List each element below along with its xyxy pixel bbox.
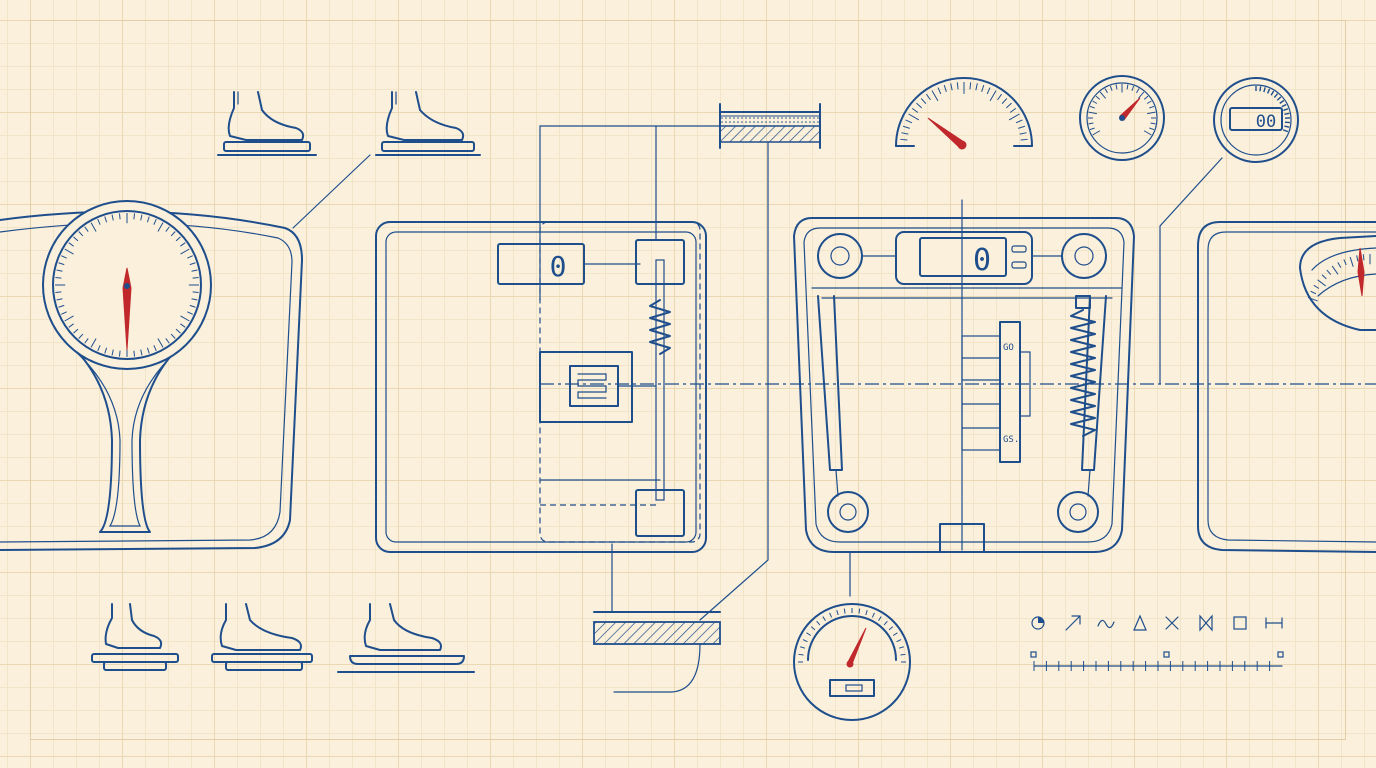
symbol-legend bbox=[1031, 614, 1283, 632]
foot-on-scale-icon bbox=[375, 91, 481, 156]
wave-symbol-icon bbox=[1097, 619, 1115, 629]
foot-on-scale-icon bbox=[211, 603, 313, 671]
foot-on-scale-icon bbox=[217, 91, 317, 156]
leader-line bbox=[292, 154, 371, 229]
digital-scale-readout: 0 bbox=[973, 243, 991, 278]
top-gauge-readout: 00 bbox=[1256, 112, 1276, 132]
leader-line bbox=[1159, 157, 1223, 385]
dial-gauge-icon bbox=[1299, 235, 1376, 331]
digital-scale-drawing: 0 GO GS. bbox=[793, 199, 1135, 553]
foot-on-scale-icon bbox=[337, 603, 475, 673]
dial-gauge-icon bbox=[1079, 75, 1165, 161]
digital-display-icon: 0 bbox=[497, 243, 585, 285]
blueprint-frame bbox=[30, 20, 1346, 740]
mechanism-label-top: GO bbox=[1003, 343, 1014, 353]
strain-gauge-icon bbox=[539, 351, 657, 423]
arrow-symbol-icon bbox=[1065, 615, 1081, 631]
partial-analog-scale-drawing bbox=[1197, 221, 1376, 553]
foot-on-scale-icon bbox=[91, 603, 179, 671]
hatched-plate-bottom bbox=[593, 611, 721, 645]
bowtie-symbol-icon bbox=[1199, 614, 1213, 632]
mechanism-label-bottom: GS. bbox=[1003, 435, 1019, 445]
square-symbol-icon bbox=[1233, 616, 1247, 630]
spring-icon bbox=[649, 299, 671, 355]
cutaway-readout: 0 bbox=[550, 250, 567, 283]
hatched-plate-top bbox=[719, 103, 821, 149]
measurement-ruler bbox=[1030, 651, 1284, 671]
dial-gauge-icon bbox=[42, 200, 212, 370]
cross-symbol-icon bbox=[1165, 616, 1179, 630]
cutaway-scale-drawing: 0 bbox=[375, 221, 707, 553]
spring-icon bbox=[1070, 309, 1096, 437]
dial-gauge-icon bbox=[793, 603, 911, 721]
pie-symbol-icon bbox=[1031, 616, 1045, 630]
triangle-symbol-icon bbox=[1133, 614, 1147, 631]
analog-scale-drawing bbox=[0, 200, 303, 551]
dial-gauge-icon bbox=[895, 77, 1033, 150]
digital-display-icon: 00 bbox=[1213, 77, 1299, 163]
bar-symbol-icon bbox=[1265, 617, 1283, 629]
